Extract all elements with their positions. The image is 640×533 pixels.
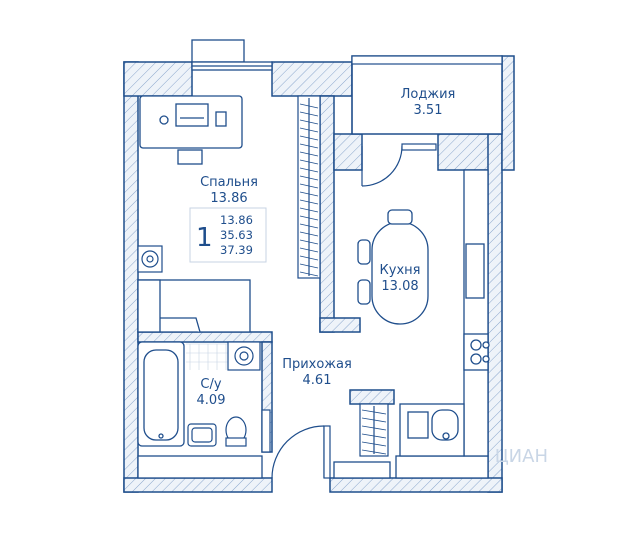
- loggia: [351, 55, 503, 135]
- kitchen-area: 13.08: [381, 279, 418, 294]
- walls: [123, 55, 515, 493]
- wall-hall-kitchen-lower: [349, 389, 395, 405]
- bathroom-name: С/у: [200, 377, 221, 392]
- round-appliance-icon: [137, 245, 163, 273]
- desk: [139, 95, 243, 165]
- wall-left: [123, 61, 139, 493]
- bedroom-window: [191, 39, 273, 71]
- wall-mid-vertical: [319, 95, 335, 333]
- wall-top-left: [123, 61, 193, 97]
- loggia-name: Лоджия: [401, 87, 456, 102]
- living-area: 13.86: [220, 213, 253, 227]
- bathtub: [137, 341, 185, 447]
- summary-box: 1 13.86 35.63 37.39: [189, 207, 267, 263]
- total-with-loggia: 37.39: [220, 243, 253, 257]
- hall-area: 4.61: [303, 373, 332, 388]
- sink-bathroom: [187, 423, 217, 447]
- wall-hall-kitchen-pillar: [319, 317, 361, 333]
- total-area: 35.63: [220, 228, 253, 242]
- bathroom-area: 4.09: [197, 393, 226, 408]
- washer: [227, 341, 261, 371]
- kitchen-name: Кухня: [380, 263, 421, 278]
- loggia-door: [361, 143, 437, 187]
- bottom-ledge-mid: [333, 461, 391, 479]
- wall-bottom-right: [329, 477, 503, 493]
- bedroom-name: Спальня: [200, 175, 258, 190]
- wall-bathroom-top: [137, 331, 273, 343]
- loggia-area: 3.51: [414, 103, 443, 118]
- wall-bottom-left: [123, 477, 273, 493]
- kitchen-counter: [399, 169, 490, 457]
- rooms-count: 1: [196, 223, 213, 253]
- bottom-ledge-right: [395, 455, 489, 479]
- wall-top-mid: [271, 61, 353, 97]
- tile-grid: [186, 343, 228, 370]
- wall-loggia-left: [333, 133, 363, 171]
- wardrobe-hall: [359, 403, 389, 457]
- bottom-ledge-left: [137, 455, 263, 479]
- bed: [137, 279, 251, 333]
- hall-name: Прихожая: [282, 357, 352, 372]
- bedroom-area: 13.86: [210, 191, 247, 206]
- wall-right: [487, 133, 503, 493]
- bathroom-door: [261, 409, 271, 453]
- wall-loggia-outer: [501, 55, 515, 171]
- dining-table: [357, 209, 429, 325]
- entrance-door: [271, 425, 331, 479]
- toilet: [225, 416, 247, 447]
- watermark: ЦИАН: [495, 446, 548, 467]
- wardrobe-bedroom: [297, 95, 321, 279]
